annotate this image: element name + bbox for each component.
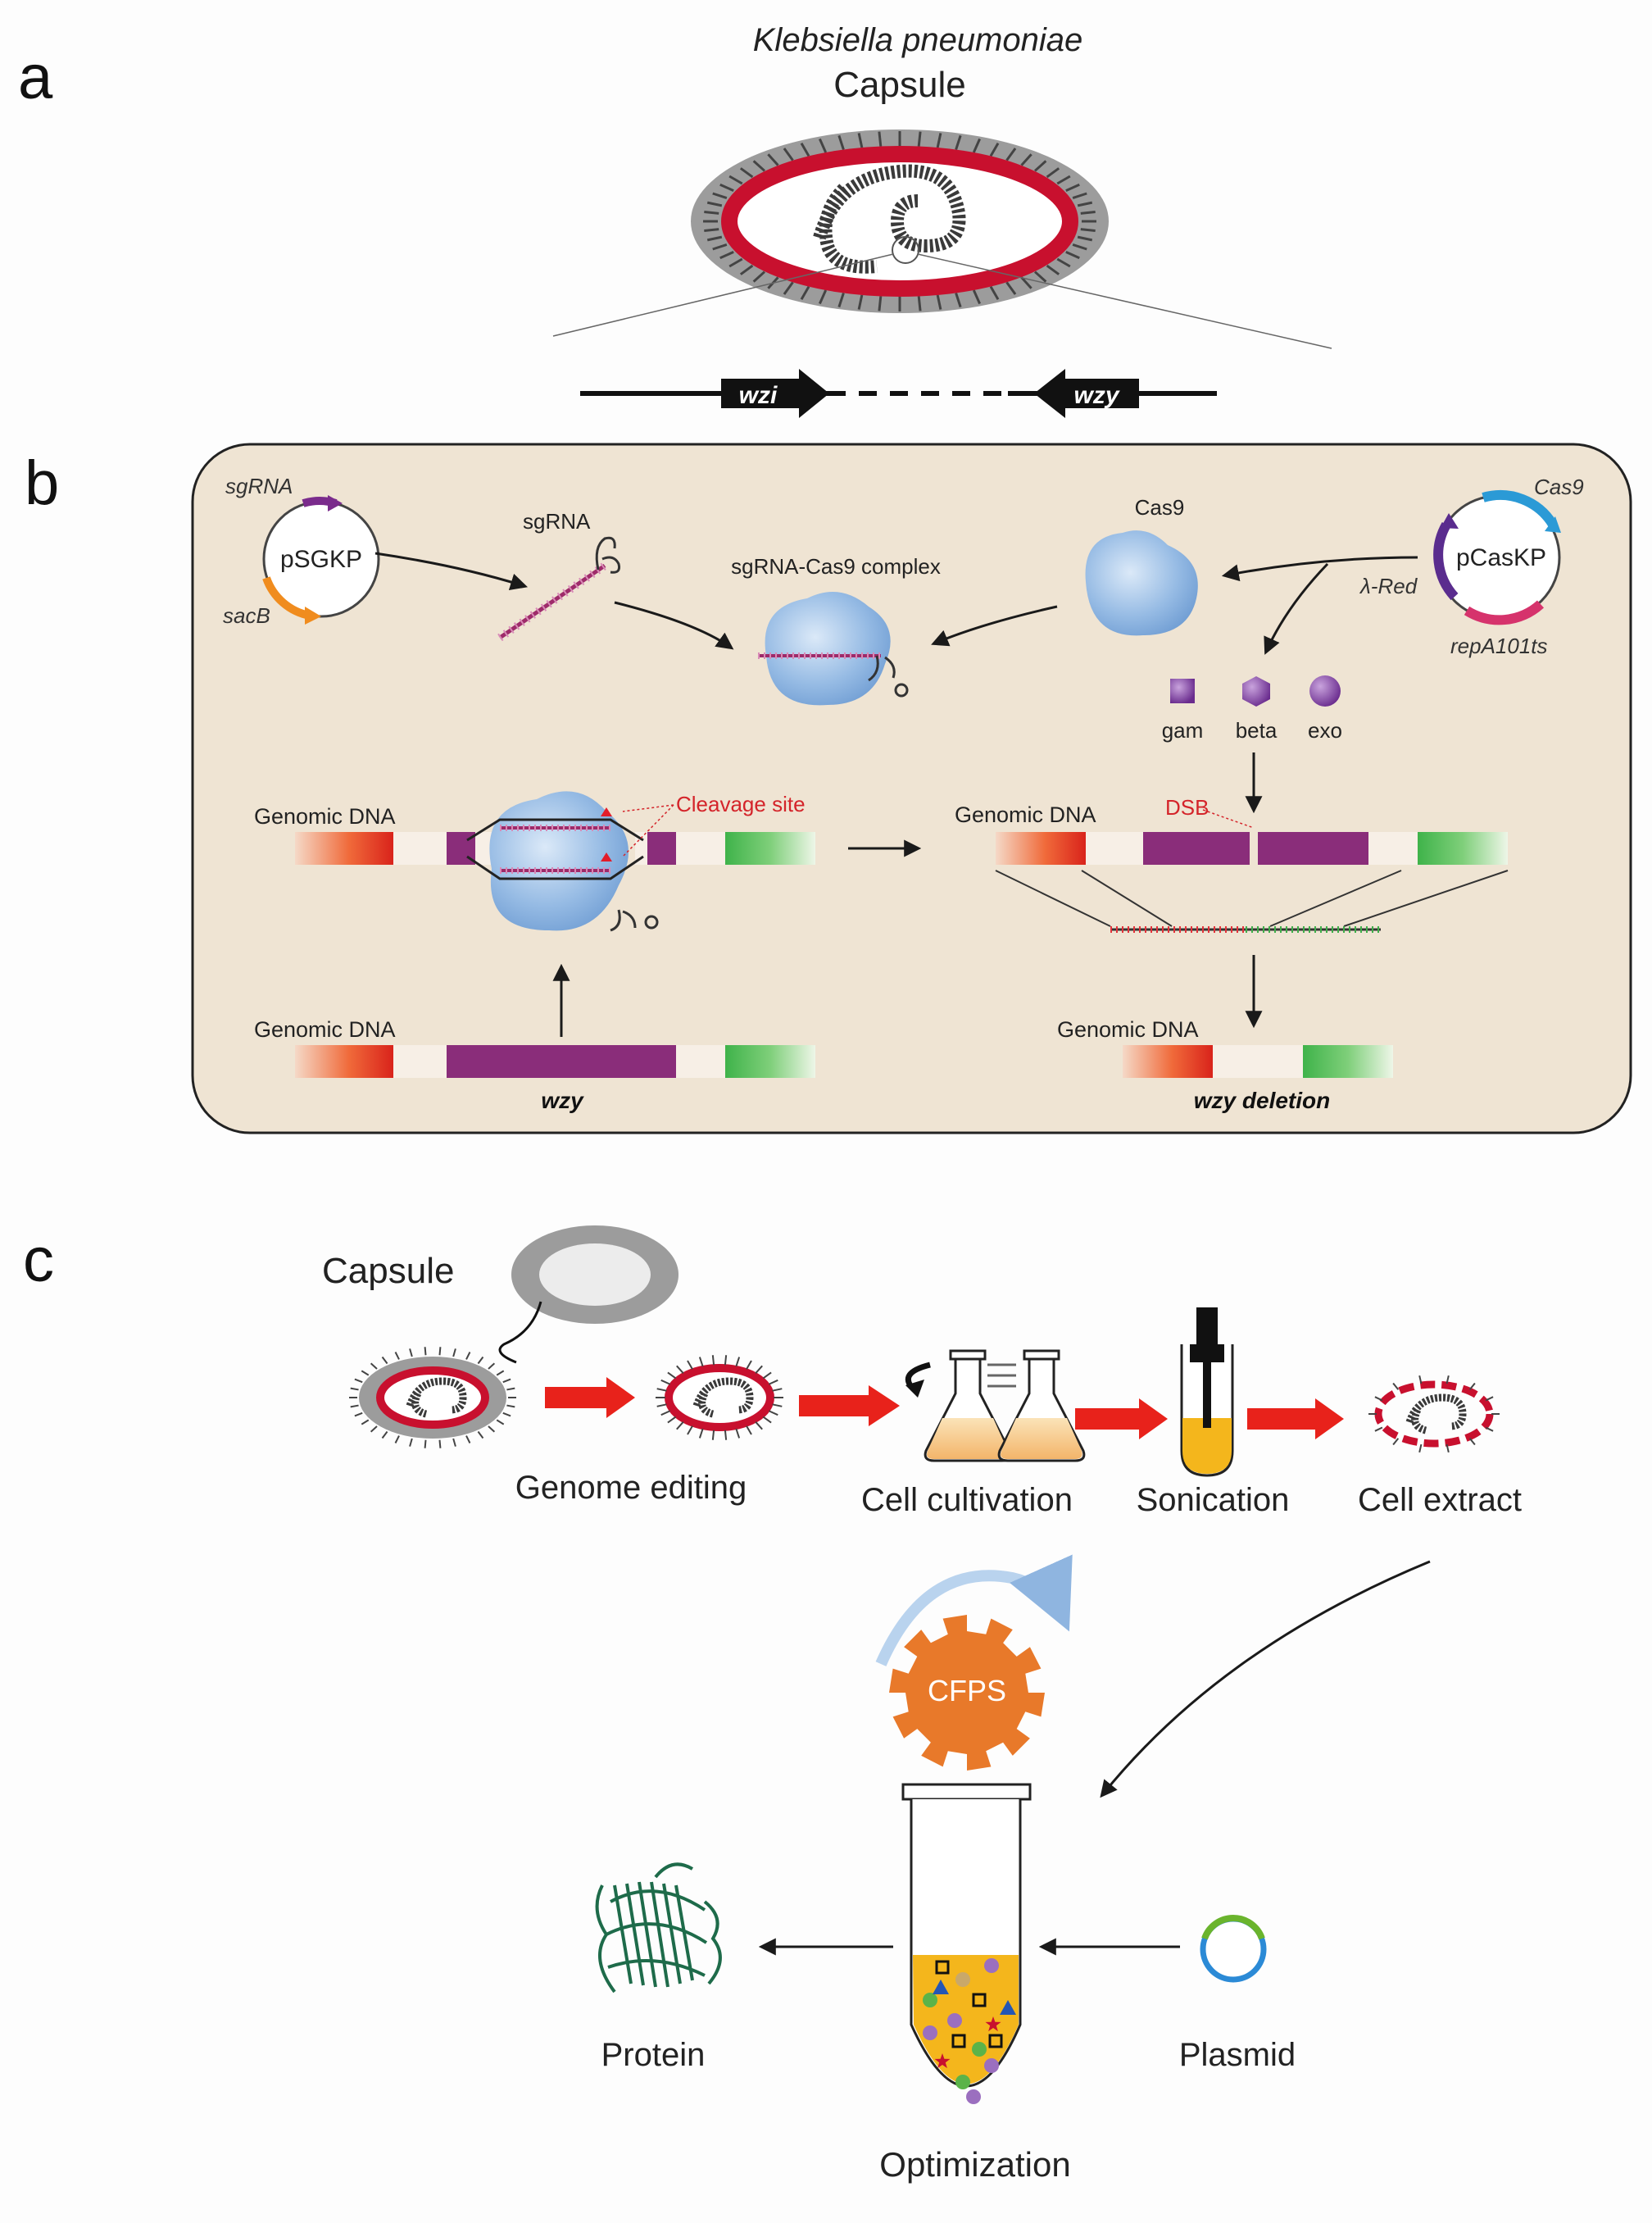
sacb-label: sacB xyxy=(223,603,270,628)
genomic-dna-dsb-track xyxy=(996,832,1508,865)
reagent-particle xyxy=(955,1972,970,1987)
psgkp-plasmid-icon xyxy=(262,495,380,625)
panel-label-a: a xyxy=(18,43,53,112)
cfps-label: CFPS xyxy=(928,1674,1006,1707)
reagent-particle xyxy=(935,1960,950,1975)
wzy-deletion-label: wzy deletion xyxy=(1194,1088,1330,1113)
sgrna-cas9-complex-label: sgRNA-Cas9 complex xyxy=(731,554,941,579)
cell-extract-icon xyxy=(1368,1375,1500,1453)
cleavage-complex-icon xyxy=(466,791,659,932)
exo-icon xyxy=(1309,675,1341,707)
reagent-particle xyxy=(985,2016,1001,2032)
beta-icon xyxy=(1242,676,1270,707)
reagent-particle xyxy=(923,2025,937,2040)
exo-label: exo xyxy=(1308,718,1342,743)
genomic-dna-label-4: Genomic DNA xyxy=(1057,1017,1199,1042)
wzy-label: wzy xyxy=(1073,382,1119,409)
reagent-particle xyxy=(923,1993,937,2007)
cell-extract-label: Cell extract xyxy=(1358,1482,1522,1518)
sgrna-label: sgRNA xyxy=(523,509,591,534)
cfps-gear-icon xyxy=(889,1615,1045,1771)
genomic-dna-label-3: Genomic DNA xyxy=(254,1017,396,1042)
bacterium-cell-icon xyxy=(691,130,1109,313)
repa101ts-label: repA101ts xyxy=(1450,634,1548,658)
capsule-callout-icon xyxy=(498,1225,678,1364)
reagent-particle xyxy=(1000,2000,1016,2015)
protein-label: Protein xyxy=(601,2037,706,2073)
culture-flask-icon-2 xyxy=(997,1349,1086,1462)
cell-cultivation-label: Cell cultivation xyxy=(861,1482,1073,1518)
plasmid-label: Plasmid xyxy=(1179,2037,1296,2073)
dsb-leader xyxy=(1202,809,1255,829)
sonication-label: Sonication xyxy=(1137,1482,1290,1518)
cas9-gene-label: Cas9 xyxy=(1534,475,1584,499)
dsb-label: DSB xyxy=(1165,795,1209,820)
red-arrow-3 xyxy=(1075,1398,1168,1439)
capsule-callout-label: Capsule xyxy=(322,1251,454,1291)
zoom-line-left xyxy=(552,253,894,337)
genomic-dna-label-1: Genomic DNA xyxy=(254,804,396,829)
reaction-tube-icon xyxy=(901,1783,1032,2104)
wzy-gene-arrow xyxy=(1034,369,1139,418)
genomic-dna-wzy-track xyxy=(295,1045,815,1078)
genomic-dna-cleavage-track xyxy=(295,832,815,865)
wzi-label: wzi xyxy=(739,382,778,409)
organism-title: Klebsiella pneumoniae xyxy=(753,22,1083,58)
gene-cluster-track: wzi wzy xyxy=(580,369,1217,418)
panel-b-background xyxy=(191,443,1632,1134)
pcaskp-plasmid-icon xyxy=(1433,490,1561,625)
lambda-red-label: λ-Red xyxy=(1359,574,1418,598)
reagent-particle xyxy=(951,2034,966,2048)
encapsulated-cell-icon xyxy=(349,1347,516,1448)
genome-editing-label: Genome editing xyxy=(515,1470,747,1506)
reagent-particle xyxy=(934,2053,951,2069)
cleavage-site-leader xyxy=(622,804,674,857)
reagent-particle xyxy=(947,2013,962,2028)
gam-icon xyxy=(1170,679,1195,703)
panel-b-top-arrows xyxy=(374,552,1418,655)
gam-label: gam xyxy=(1162,718,1204,743)
sgrna-cas9-complex-icon xyxy=(758,592,909,706)
sgrna-gene-label: sgRNA xyxy=(225,474,293,498)
red-arrow-2 xyxy=(799,1385,900,1426)
reagent-particle xyxy=(955,2075,970,2089)
wzy-track-label: wzy xyxy=(541,1088,584,1113)
extract-to-tube-arrow xyxy=(1100,1560,1431,1798)
zoom-line-right xyxy=(917,253,1332,349)
pcaskp-label: pCasKP xyxy=(1456,544,1546,571)
beta-label: beta xyxy=(1236,718,1278,743)
genomic-dna-label-2: Genomic DNA xyxy=(955,802,1096,827)
shake-lines-icon xyxy=(987,1363,1016,1388)
cfps-cycle-arc xyxy=(875,1554,1073,1666)
homologous-recombination-lines xyxy=(995,870,1509,927)
psgkp-label: pSGKP xyxy=(280,546,362,573)
reagent-particle xyxy=(933,1980,949,1994)
wzi-gene-arrow xyxy=(721,369,829,418)
cas9-protein-icon xyxy=(1085,530,1198,636)
red-arrow-1 xyxy=(545,1377,635,1418)
cas9-label: Cas9 xyxy=(1135,495,1185,520)
panel-label-b: b xyxy=(25,448,59,518)
reagent-particle xyxy=(984,1958,999,1973)
edited-cell-icon xyxy=(656,1355,783,1440)
reagent-particle xyxy=(984,2058,999,2073)
reagent-particle xyxy=(988,2034,1003,2048)
reagent-particle xyxy=(966,2089,981,2104)
cleavage-site-label: Cleavage site xyxy=(676,792,806,816)
protein-structure-icon xyxy=(595,1862,722,1993)
capsule-title: Capsule xyxy=(833,65,965,105)
sgrna-strand-icon xyxy=(497,536,620,642)
genomic-dna-deletion-track xyxy=(1123,1045,1393,1078)
plasmid-icon xyxy=(1200,1915,1267,1983)
reagent-particle xyxy=(972,2042,987,2057)
optimization-label: Optimization xyxy=(879,2145,1070,2184)
culture-flask-icon xyxy=(905,1349,1012,1462)
panel-label-c: c xyxy=(23,1225,54,1295)
sonication-tube-icon xyxy=(1180,1307,1234,1477)
red-arrow-4 xyxy=(1247,1398,1344,1439)
reagent-particle xyxy=(972,1993,987,2007)
